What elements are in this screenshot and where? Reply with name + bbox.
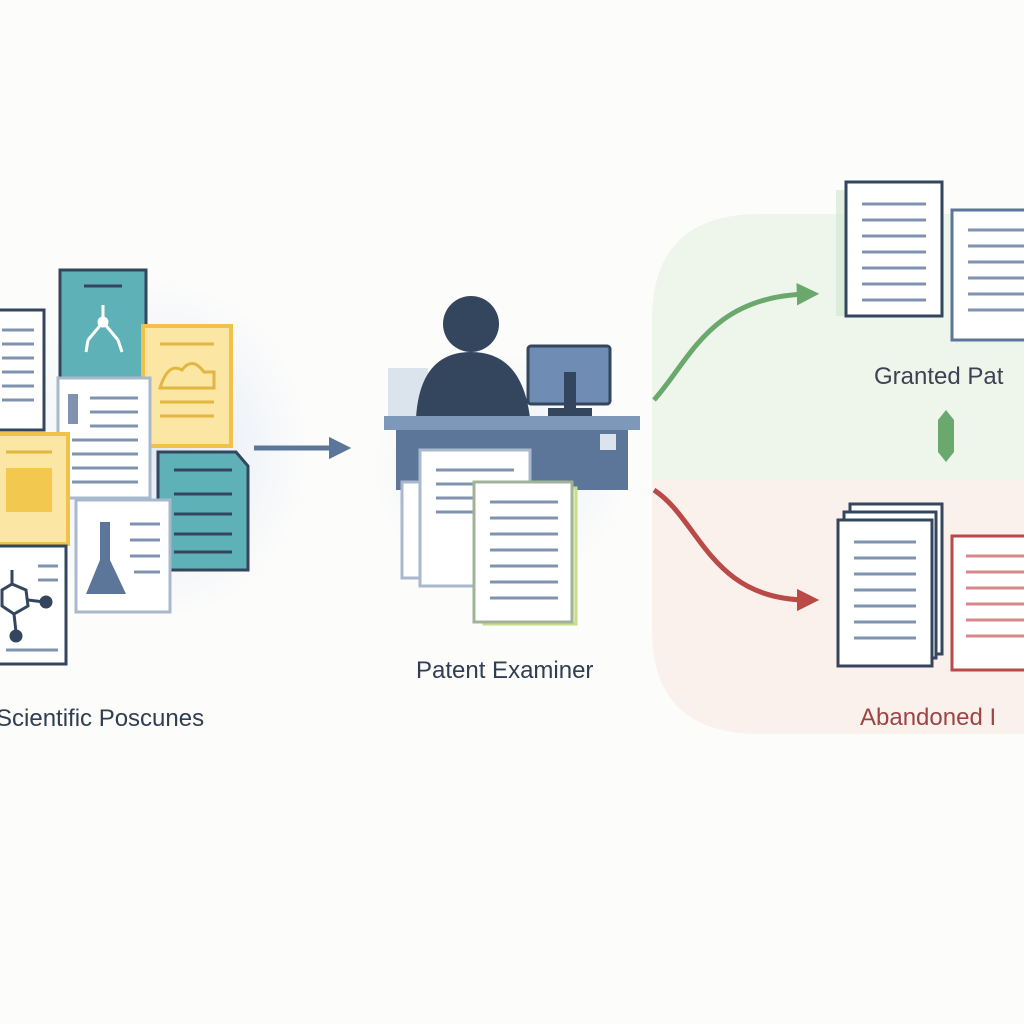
yellow-document bbox=[141, 324, 233, 448]
flask-icon bbox=[86, 522, 126, 594]
network-document bbox=[0, 544, 68, 666]
document-stack-icon bbox=[400, 448, 578, 626]
examiner-person-icon bbox=[416, 296, 530, 418]
examiner-label: Patent Examiner bbox=[416, 657, 594, 684]
examiner-illustration bbox=[384, 296, 640, 626]
yellow-document-left bbox=[0, 432, 70, 546]
monitor-icon bbox=[526, 344, 612, 416]
zone-connector-icon bbox=[938, 410, 954, 462]
abandoned-label: Abandoned I bbox=[860, 704, 997, 731]
network-icon bbox=[0, 570, 53, 643]
scientific-documents-cluster bbox=[0, 268, 250, 666]
teal-document bbox=[58, 268, 148, 390]
abandoned-documents bbox=[836, 502, 1024, 672]
teal-document-right bbox=[156, 450, 250, 572]
document-center bbox=[56, 376, 152, 500]
curved-arrow-icon bbox=[652, 282, 820, 402]
granted-documents bbox=[836, 180, 1024, 342]
granted-label: Granted Pat bbox=[874, 363, 1004, 390]
curved-arrow-icon bbox=[652, 487, 820, 612]
flask-document bbox=[74, 498, 172, 614]
sketch-icon bbox=[157, 362, 216, 390]
document-left-top bbox=[0, 308, 46, 432]
molecule-icon bbox=[84, 305, 124, 353]
source-label: Scientific Poscunes bbox=[0, 705, 205, 732]
